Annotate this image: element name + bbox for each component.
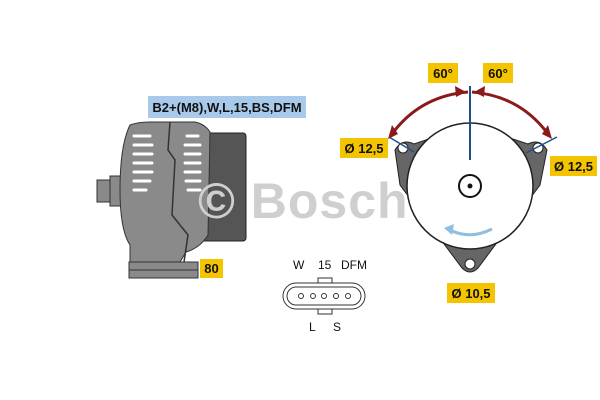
terminals-label: B2+(M8),W,L,15,BS,DFM bbox=[148, 96, 306, 118]
pin-s: S bbox=[333, 320, 342, 334]
hole-right-label: Ø 12,5 bbox=[550, 156, 597, 176]
alternator-side-view bbox=[96, 121, 247, 279]
rotation-arrow bbox=[449, 227, 493, 237]
pin-dfm: DFM bbox=[341, 258, 367, 272]
hole-bottom bbox=[464, 258, 476, 270]
angle-right-label: 60° bbox=[483, 63, 513, 83]
length-label: 80 bbox=[200, 259, 223, 278]
pin-15: 15 bbox=[318, 258, 332, 272]
hole-bottom-label: Ø 10,5 bbox=[447, 283, 495, 303]
pin-l: L bbox=[309, 320, 316, 334]
pin-w: W bbox=[293, 258, 305, 272]
connector-plug bbox=[282, 277, 366, 315]
terminal-stud bbox=[96, 179, 112, 203]
pulley bbox=[128, 261, 199, 271]
hole-left-label: Ø 12,5 bbox=[340, 138, 388, 158]
alternator-front-view bbox=[388, 86, 558, 273]
vent-slots bbox=[132, 134, 202, 192]
watermark: © Bosch bbox=[198, 173, 409, 229]
angle-left-label: 60° bbox=[428, 63, 458, 83]
housing bbox=[119, 121, 211, 263]
